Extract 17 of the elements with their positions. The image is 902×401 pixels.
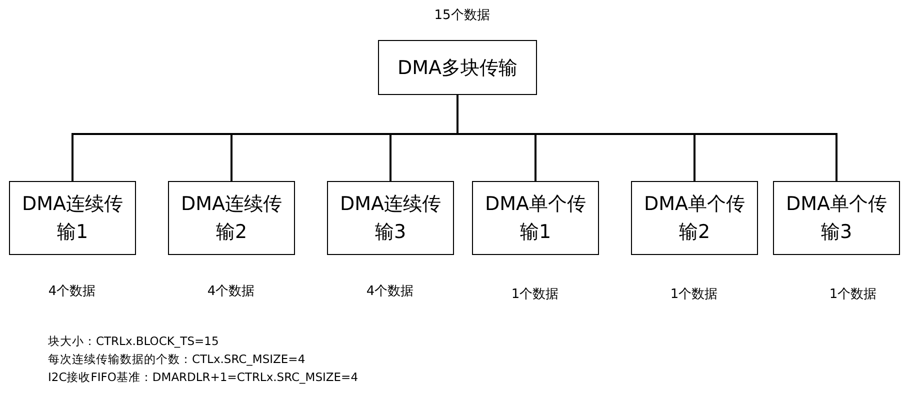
process-box: DMA单个传输2 <box>631 181 758 255</box>
process-box: DMA连续传输1 <box>9 181 136 255</box>
note-text: I2C接收FIFO基准：DMARDLR+1=CTRLx.SRC_MSIZE=4 <box>48 370 358 385</box>
note-text: 块大小：CTRLx.BLOCK_TS=15 <box>48 334 219 349</box>
process-box: DMA单个传输1 <box>472 181 599 255</box>
count-label: 1个数据 <box>829 286 877 303</box>
count-label: 4个数据 <box>48 283 96 300</box>
count-label: 4个数据 <box>207 283 255 300</box>
process-box: DMA连续传输2 <box>168 181 295 255</box>
count-label: 4个数据 <box>366 283 414 300</box>
count-label: 1个数据 <box>670 286 718 303</box>
process-box: DMA单个传输3 <box>773 181 900 255</box>
process-box: DMA连续传输3 <box>327 181 454 255</box>
note-text: 每次连续传输数据的个数：CTLx.SRC_MSIZE=4 <box>48 352 306 367</box>
root-box: DMA多块传输 <box>378 40 537 95</box>
count-label: 1个数据 <box>511 286 559 303</box>
count-label: 15个数据 <box>434 7 490 24</box>
